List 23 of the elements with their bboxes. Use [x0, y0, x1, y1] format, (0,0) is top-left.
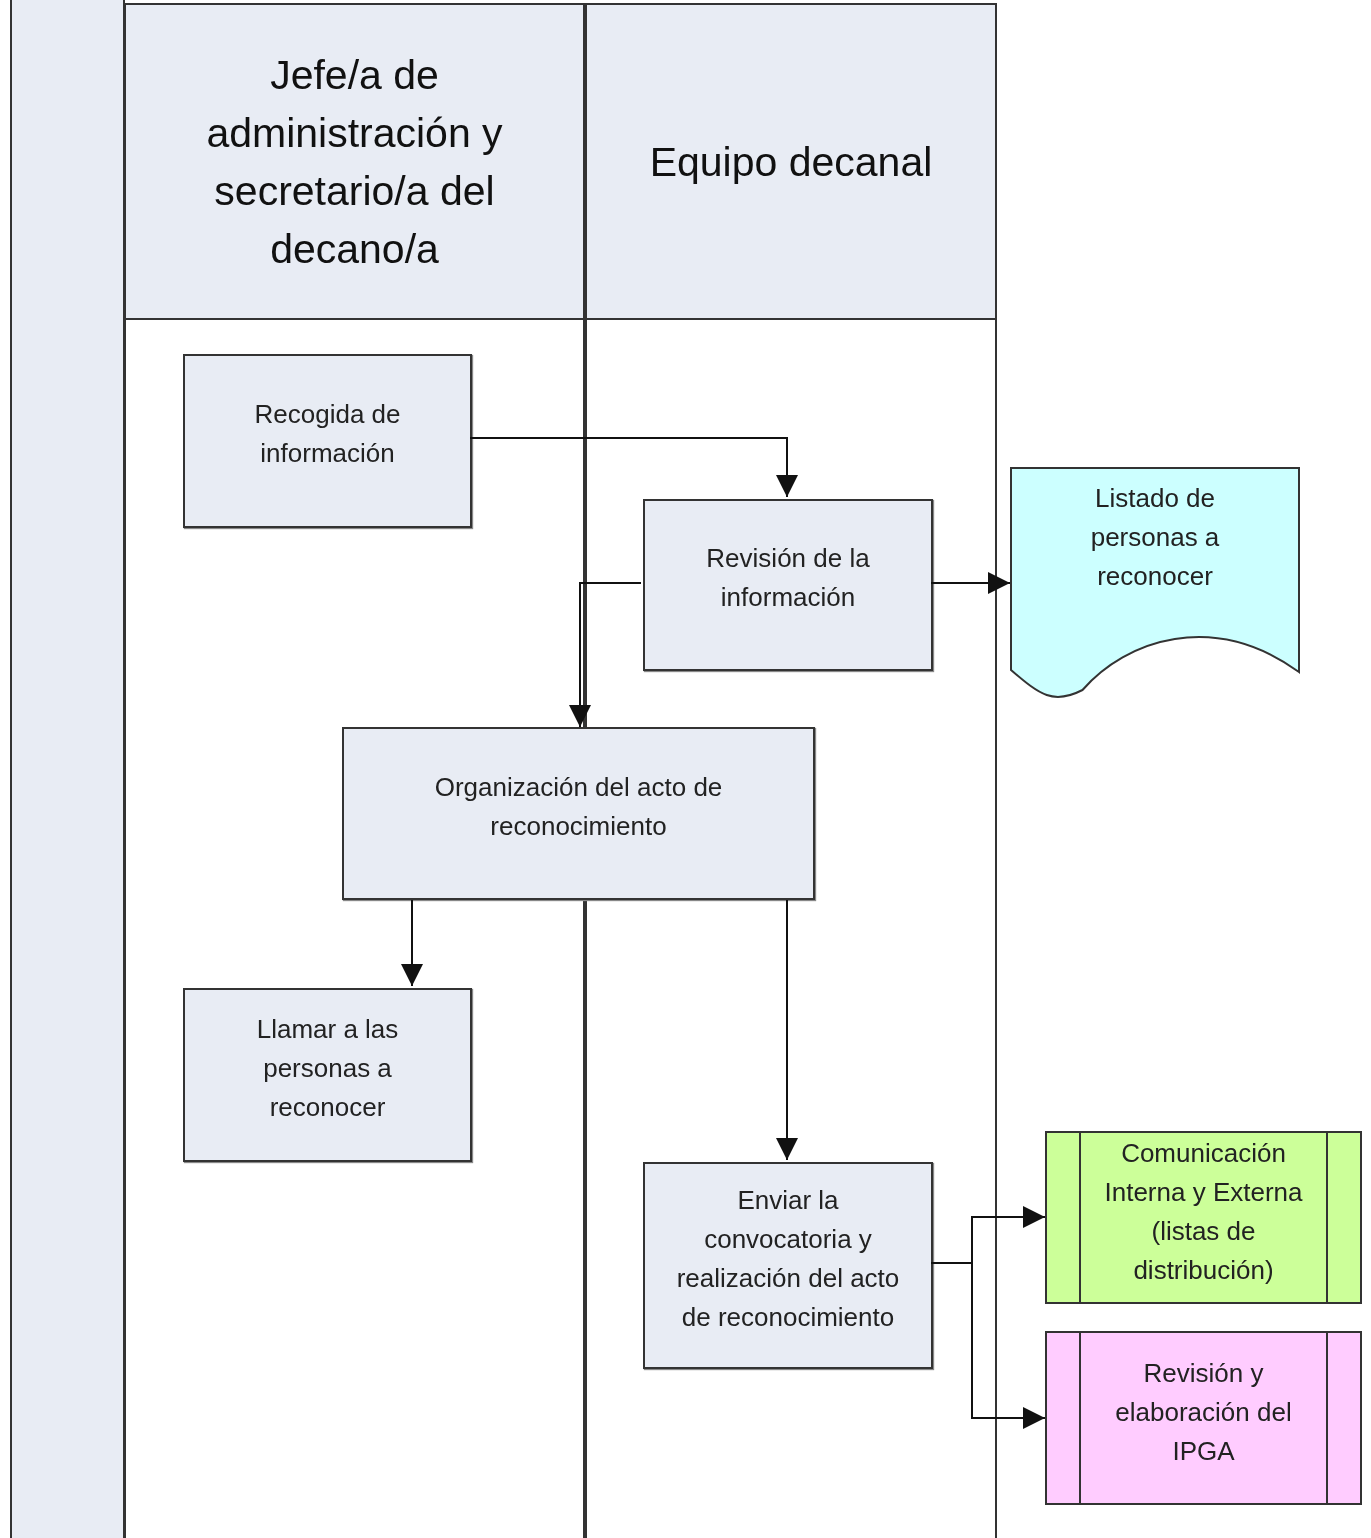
process-box	[342, 727, 815, 900]
step-text: Enviar la convocatoria y realización del acto de reconocimiento	[675, 1183, 901, 1334]
document-shape	[1010, 467, 1300, 700]
process-box	[183, 988, 472, 1162]
process-box	[643, 499, 933, 671]
process-box	[643, 1162, 933, 1369]
predefined-process-box	[1045, 1131, 1362, 1304]
lane-title: Equipo decanal	[648, 137, 934, 187]
step-text: Recogida de información	[253, 398, 402, 470]
step-text: Revisión de la información	[705, 542, 871, 614]
arrow	[469, 437, 798, 498]
lane-title: Jefe/a de administración y secretario/a del decano/a	[205, 50, 504, 274]
arrow	[930, 572, 1011, 594]
arrow	[401, 899, 423, 987]
document-text: Listado de personas a reconocer	[1089, 482, 1221, 593]
step-text: Organización del acto de reconocimiento	[433, 770, 724, 843]
step-text: Llamar a las personas a reconocer	[255, 1012, 400, 1124]
predefined-process-box	[1045, 1331, 1362, 1505]
process-box	[183, 354, 472, 528]
arrow	[569, 582, 642, 728]
step-text: Revisión y elaboración del IPGA	[1114, 1356, 1293, 1468]
step-text: Comunicación Interna y Externa (listas de distribución)	[1103, 1136, 1304, 1287]
arrow	[776, 899, 798, 1161]
